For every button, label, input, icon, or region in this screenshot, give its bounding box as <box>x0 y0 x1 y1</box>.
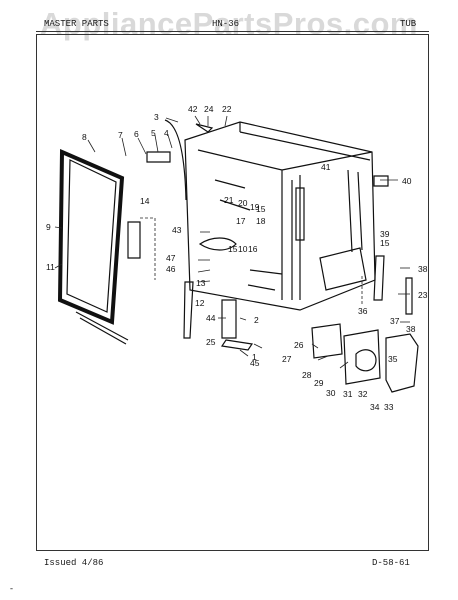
callout-4: 4 <box>164 128 169 138</box>
callout-11: 11 <box>46 262 55 272</box>
callout-20: 20 <box>238 198 248 208</box>
callout-27: 27 <box>282 354 292 364</box>
tub-body <box>184 121 376 311</box>
callout-15a: 15 <box>228 244 238 254</box>
callout-42: 42 <box>188 104 198 114</box>
callout-9: 9 <box>46 222 51 232</box>
callout-13: 13 <box>196 278 206 288</box>
callout-24: 24 <box>204 104 214 114</box>
callout-6: 6 <box>134 129 139 139</box>
callout-45: 45 <box>250 358 260 368</box>
diagram-frame <box>36 34 429 551</box>
callout-15b: 15 <box>256 204 266 214</box>
callout-44: 44 <box>206 313 216 323</box>
callout-17: 17 <box>236 216 246 226</box>
callout-26: 26 <box>294 340 304 350</box>
callout-2: 2 <box>254 315 259 325</box>
callout-37: 37 <box>390 316 400 326</box>
callout-32: 32 <box>358 389 368 399</box>
callout-29: 29 <box>314 378 324 388</box>
callout-5: 5 <box>151 128 156 138</box>
callout-28: 28 <box>302 370 312 380</box>
callout-1: 1 <box>252 352 257 362</box>
callout-38b: 38 <box>406 324 416 334</box>
callout-25: 25 <box>206 337 216 347</box>
page-code: D-58-61 <box>372 558 410 568</box>
callout-18: 18 <box>256 216 266 226</box>
callout-labels: 1 2 3 4 5 6 7 8 9 10 11 12 13 14 15 15 1… <box>46 104 428 412</box>
callout-41: 41 <box>321 162 331 172</box>
leader-lines <box>54 115 410 369</box>
callout-47: 47 <box>166 253 176 263</box>
callout-39: 39 <box>380 229 390 239</box>
callout-19: 19 <box>250 202 260 212</box>
callout-3: 3 <box>154 112 159 122</box>
watermark: AppliancePartsPros.com <box>40 6 418 41</box>
callout-21: 21 <box>224 195 234 205</box>
callout-23: 23 <box>418 290 428 300</box>
header-center: HN-36 <box>212 19 240 29</box>
issued-date: Issued 4/86 <box>44 558 104 568</box>
callout-12: 12 <box>195 298 205 308</box>
header-rule <box>36 31 429 32</box>
hinge-parts <box>127 119 413 351</box>
callout-8: 8 <box>82 132 87 142</box>
callout-30: 30 <box>326 388 336 398</box>
callout-38a: 38 <box>418 264 428 274</box>
callout-16: 16 <box>248 244 258 254</box>
callout-46: 46 <box>166 264 176 274</box>
callout-36: 36 <box>358 306 368 316</box>
dispenser-assembly <box>311 323 419 393</box>
callout-22: 22 <box>222 104 232 114</box>
callout-35: 35 <box>388 354 398 364</box>
callout-40: 40 <box>402 176 412 186</box>
callout-14: 14 <box>140 196 150 206</box>
header-right: TUB <box>400 19 417 29</box>
door-frame <box>57 148 129 345</box>
callout-34: 34 <box>370 402 380 412</box>
callout-33: 33 <box>384 402 394 412</box>
header-left: MASTER PARTS <box>44 19 109 29</box>
callout-15c: 15 <box>380 238 390 248</box>
callout-43: 43 <box>172 225 182 235</box>
callout-7: 7 <box>118 130 123 140</box>
corner-mark: - <box>10 583 13 593</box>
callout-31: 31 <box>343 389 353 399</box>
callout-10: 10 <box>238 244 248 254</box>
